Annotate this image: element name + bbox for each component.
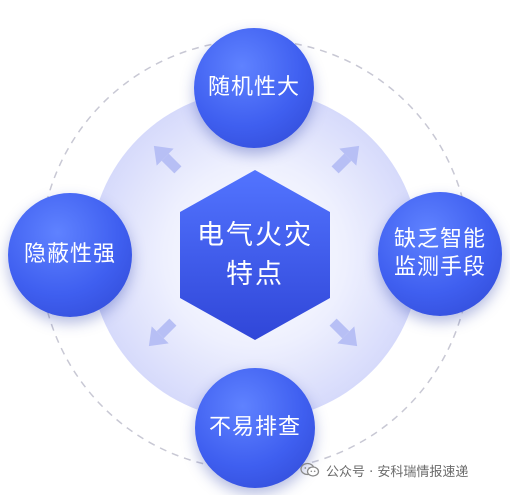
- node-randomness: 随机性大: [194, 28, 314, 148]
- center-title-line1: 电气火灾: [197, 219, 313, 251]
- node-troubleshooting: 不易排查: [195, 368, 315, 488]
- node-monitoring-label-line2: 监测手段: [393, 255, 486, 280]
- arrow-up-left-icon: [153, 145, 182, 174]
- center-title-line2: 特点: [226, 259, 284, 290]
- arrow-down-right-icon: [329, 318, 358, 347]
- arrow-up-right-icon: [331, 145, 360, 174]
- center-title: 电气火灾 特点: [180, 200, 330, 310]
- wechat-icon: [300, 462, 320, 477]
- arrow-down-left-icon: [148, 318, 177, 347]
- node-concealment-label: 隐蔽性强: [23, 241, 116, 267]
- center-hexagon: [180, 170, 330, 340]
- node-troubleshooting-label: 不易排查: [208, 414, 301, 440]
- node-monitoring-label-line1: 缺乏智能: [393, 226, 486, 252]
- watermark-text: 公众号 · 安科瑞情报速递: [326, 464, 469, 480]
- node-randomness-label: 随机性大: [207, 74, 300, 100]
- watermark: 公众号 · 安科瑞情报速递: [300, 458, 468, 482]
- node-monitoring: 缺乏智能 监测手段: [378, 192, 502, 316]
- node-concealment: 隐蔽性强: [8, 193, 132, 317]
